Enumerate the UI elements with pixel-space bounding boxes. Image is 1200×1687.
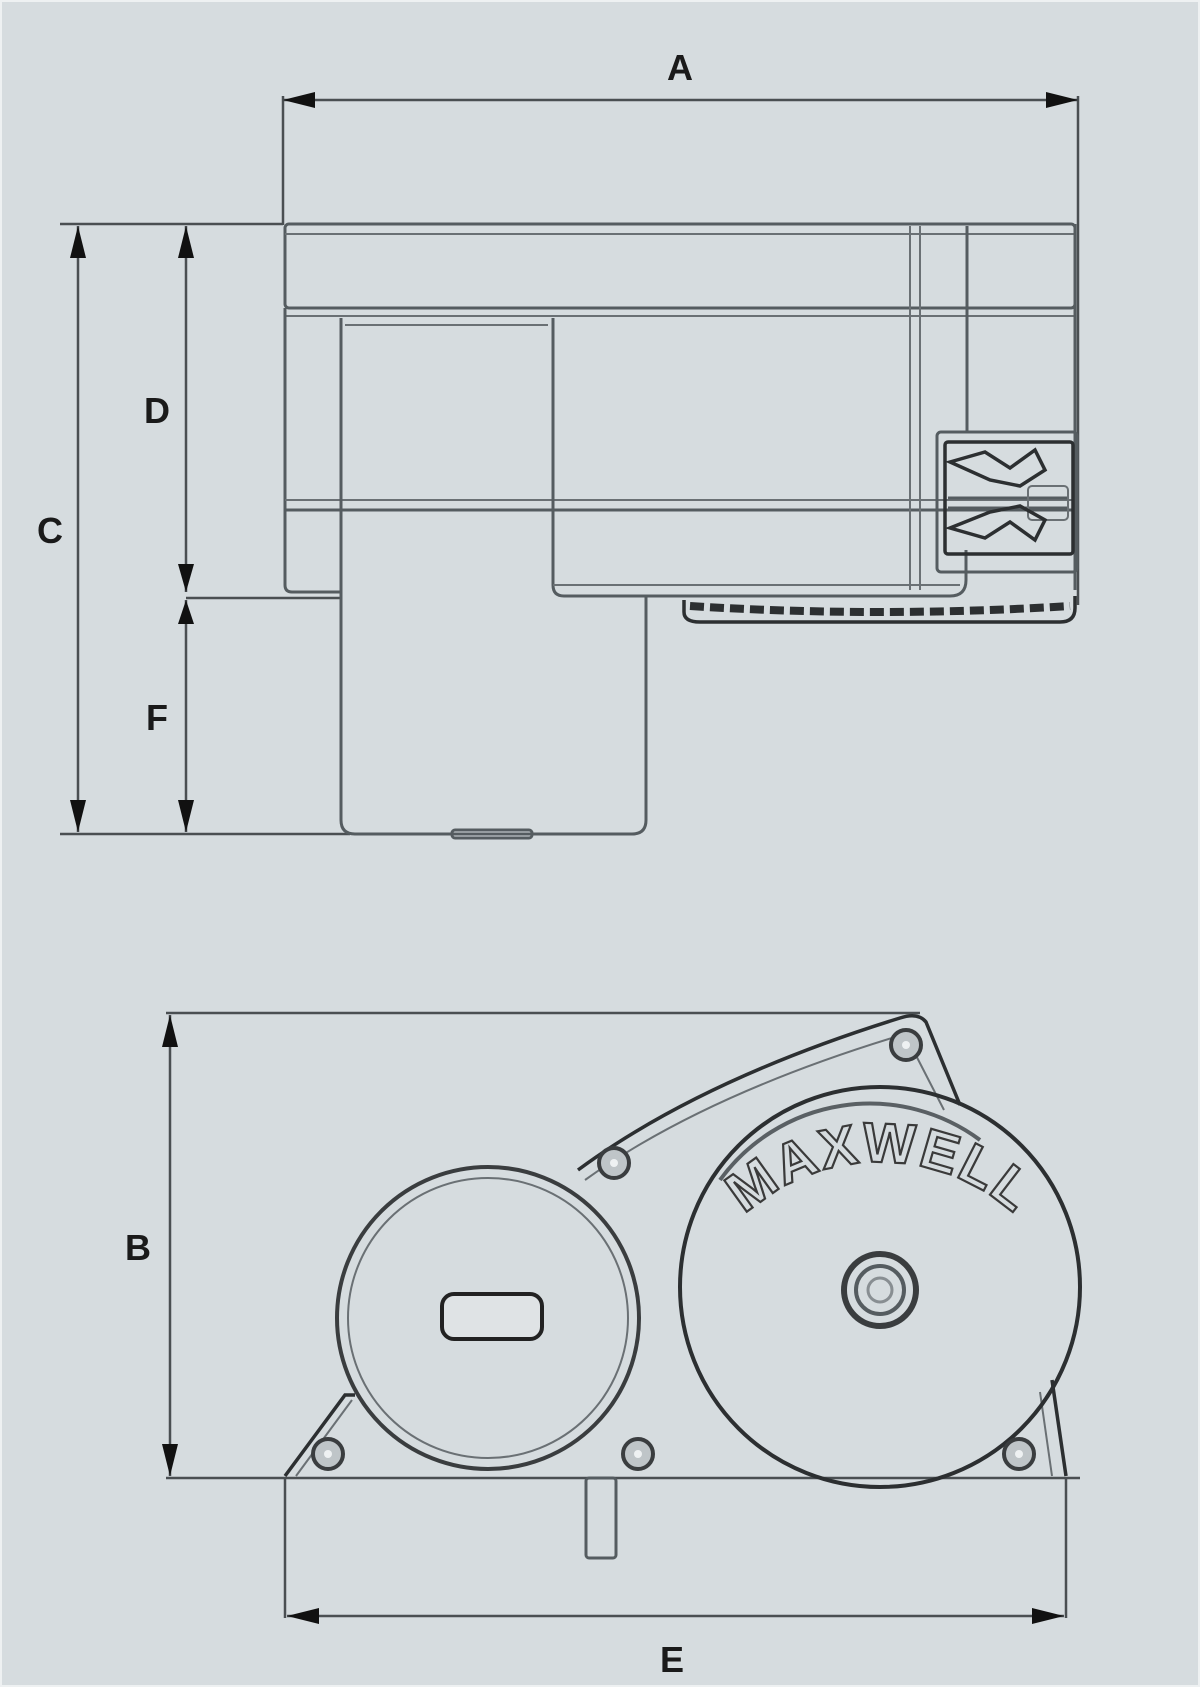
gypsy-cover: MAXWELL [678,1085,1082,1489]
arrow-left-icon [283,92,315,108]
arrow-right-icon [1032,1608,1064,1624]
dimension-label-a: A [667,47,693,88]
dimension-label-e: E [660,1639,684,1680]
dimension-label-d: D [144,390,170,431]
arrow-up-icon [178,600,194,624]
arrow-down-icon [70,800,86,832]
arrow-down-icon [178,800,194,832]
arrow-up-icon [162,1015,178,1047]
bolt-icon [1002,1437,1036,1471]
arrow-down-icon [162,1444,178,1476]
mounting-bolts [311,1028,1036,1471]
gypsy-hub [841,1251,919,1329]
dimension-d: D [144,226,194,592]
bolt-icon [889,1028,923,1062]
brand-logo-maxwell: MAXWELL [714,1110,1047,1224]
bolt-icon [621,1437,655,1471]
bolt-icon [597,1146,631,1180]
arrow-left-icon [287,1608,319,1624]
dimension-f: F [146,596,340,832]
dimension-e: E [283,1478,1068,1680]
dimension-label-b: B [125,1227,151,1268]
motor-cover-slot [440,1292,544,1341]
bolt-icon [311,1437,345,1471]
dimension-label-c: C [37,510,63,551]
top-view: A C D F [37,47,1080,840]
motor-cover [335,1165,641,1471]
windlass-housing-top [283,222,1077,840]
chain-gypsy-box [935,430,1079,574]
arrow-right-icon [1046,92,1078,108]
arrow-up-icon [70,226,86,258]
arrow-up-icon [178,226,194,258]
side-view: B E [125,1011,1082,1680]
arrow-down-icon [178,564,194,592]
dimension-label-f: F [146,697,168,738]
dimension-b: B [125,1011,1080,1480]
dimension-c: C [37,222,350,836]
